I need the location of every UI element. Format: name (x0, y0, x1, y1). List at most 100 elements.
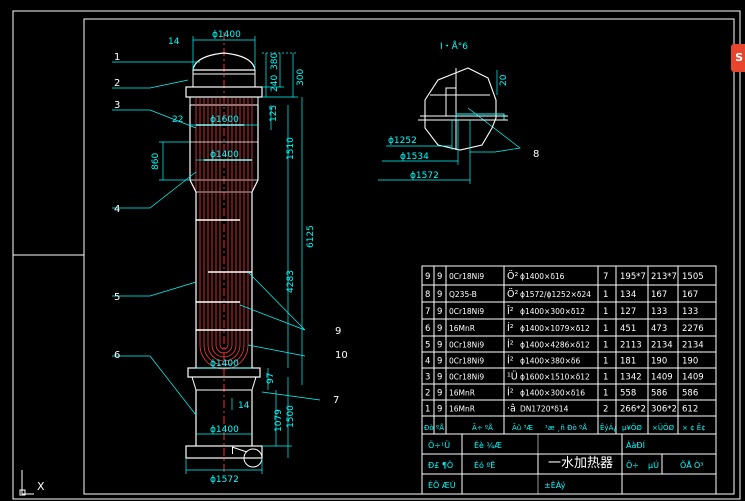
bom-cell-c3: 2134 (682, 341, 704, 351)
bom-cell-sym: Í² (507, 339, 514, 351)
dim-d1600: ɸ1600 (210, 115, 239, 125)
balloon-9: 9 (335, 326, 341, 337)
bom-cell-sym: Î² (506, 305, 514, 317)
detail-view: I・Å°6 20 ɸ1252 ɸ1534 ɸ1572 (378, 40, 509, 184)
bom-cell-sym: Í² (507, 387, 514, 399)
balloon-5: 5 (114, 292, 120, 303)
dim-v300: 300 (296, 69, 306, 86)
dimension-text: ɸ1400 14 380 240 300 ɸ1600 22 125 ɸ1400 … (151, 30, 316, 485)
bom-cell-spec: ɸ1400×4286×δ12 (520, 341, 590, 350)
dim-v125: 125 (269, 105, 279, 122)
bom-cell-sym: Ö² (507, 271, 518, 282)
bom-cell-c3: 586 (682, 389, 698, 399)
bom-cell-n: 1 (603, 357, 608, 367)
bom-cell-mat: 0Cr18Ni9 (449, 307, 484, 316)
bom-cell-no: 1 (425, 405, 430, 415)
tb-r2a: Ð£ ¶Ô (428, 459, 453, 470)
bom-h1: Ðò ºÅ (424, 423, 444, 432)
dim-d1400-bot: ɸ1400 (210, 425, 239, 435)
detail-d1572: ɸ1572 (410, 171, 439, 181)
skirt (195, 390, 253, 446)
bom-h4: ¹æ ¸ñ Ðò ºÅ (545, 423, 587, 432)
dim-v14b: 14 (238, 401, 250, 411)
bom-cell-no: 2 (425, 389, 430, 399)
balloon-1: 1 (114, 52, 120, 63)
bom-cell-c1: 451 (620, 324, 636, 334)
bom-cell-c2: 586 (651, 389, 667, 399)
bom-cell-mat: 0Cr18Ni9 (449, 373, 484, 382)
bom-header: Ðò ºÅ Ã÷ ºÅ Ãû ³Æ ¹æ ¸ñ Ðò ºÅ ÊýÁ¿ µ¥ÖØ … (424, 423, 706, 432)
bom-cell-c1: 1342 (620, 373, 642, 383)
drawing-title: 一水加热器 (548, 456, 613, 471)
bom-cell-sym: Ö² (507, 289, 518, 300)
bom-h7: ×ÜÖØ (652, 423, 674, 432)
bom-cell-sym: ·â (507, 404, 516, 415)
bom-cell-c3: 612 (682, 405, 698, 415)
bom-cell-spec: ɸ1400×1079×δ12 (520, 324, 590, 333)
bom-cell-c1: 195*7 (620, 272, 646, 282)
bom-cell-c2: 2134 (651, 341, 673, 351)
bom-cell-n: 2 (603, 405, 608, 415)
bom-cell-spec: ɸ1400×380×δ6 (520, 357, 581, 366)
balloon-2: 2 (114, 78, 120, 89)
tube-bundle (195, 98, 253, 345)
bom-cell-c3: 190 (682, 357, 698, 367)
bom-cell-no: 8 (425, 290, 430, 300)
dim-v4283: 4283 (286, 270, 296, 293)
bom-cell-spec: ɸ1400×300×δ16 (520, 389, 585, 398)
bom-cell-c3: 2276 (682, 324, 704, 334)
drawing-frame (12, 10, 741, 500)
tb-r3b: ±ÈÀý (544, 479, 566, 490)
bom-cell-c3: 167 (682, 290, 698, 300)
balloon-4: 4 (114, 204, 120, 215)
bom-cell-n: 1 (603, 324, 608, 334)
bom-cell-c1: 134 (620, 290, 636, 300)
bom-cell-c3: 1409 (682, 373, 704, 383)
upper-shell (189, 105, 259, 330)
bom-cell-mat: Q235-B (449, 290, 477, 299)
app-corner-button[interactable]: S (731, 44, 745, 72)
bom-cell-no: 6 (425, 324, 430, 334)
bom-cell-sym: ¹Ü (507, 372, 518, 383)
dim-v860: 860 (151, 153, 161, 170)
bom-cell-spec: ɸ1600×1510×δ12 (520, 373, 590, 382)
bom-cell-no: 7 (425, 307, 430, 317)
bom-h8: × ¢ Ê¢ (682, 423, 706, 432)
bom-cell-mat: 0Cr18Ni9 (449, 341, 484, 350)
detail-title: I・Å°6 (440, 40, 468, 52)
bom-cell-mat: 16MnR (449, 389, 475, 398)
bom-cell-c2: 306*2 (651, 405, 677, 415)
bom-cell-no: 3 (425, 373, 430, 383)
bom-cell-spec: ɸ1400×δ16 (520, 272, 565, 281)
bom-cell-n: 1 (603, 373, 608, 383)
bom-cell-no: 5 (425, 341, 430, 351)
title-block-text: 一水加热器 Ö÷¹Ü Éè ¼Æ Ð£ ¶Ô Éó ºË ÈÕ ÆÚ ±ÈÀý … (428, 439, 704, 490)
bom-cell-sym: Í² (507, 322, 514, 334)
bom-cell-no: 4 (425, 357, 430, 367)
dim-v380: 380 (270, 53, 280, 70)
bom-cell-n: 1 (603, 341, 608, 351)
tb-f1: ÀàÐÍ (626, 439, 646, 450)
title-block (421, 433, 717, 495)
bom-cell-c2: 1409 (651, 373, 673, 383)
dim-v6125: 6125 (306, 225, 316, 248)
detail-d1252: ɸ1252 (388, 136, 417, 146)
bom-cell-mat: 0Cr18Ni9 (449, 357, 484, 366)
dim-t14: 14 (168, 37, 180, 47)
bom-cell-qty: 9 (437, 405, 442, 415)
ucs-icon (19, 470, 34, 496)
dim-d1400-top: ɸ1400 (212, 30, 241, 40)
ucs-axis-label: X (37, 480, 45, 493)
dim-v1500: 1500 (286, 405, 296, 428)
bom-cell-c1: 558 (620, 389, 636, 399)
dim-v1510: 1510 (286, 137, 296, 160)
bom-cell-sym: Í² (507, 355, 514, 367)
bom-cell-c2: 167 (651, 290, 667, 300)
bom-cell-c3: 133 (682, 307, 698, 317)
bom-cell-spec: DN1720*δ14 (520, 405, 569, 414)
bom-cell-spec: ɸ1400×300×δ12 (520, 307, 585, 316)
dimensions (159, 36, 303, 474)
bom-cell-c1: 2113 (620, 341, 642, 351)
bom-cell-qty: 9 (437, 290, 442, 300)
